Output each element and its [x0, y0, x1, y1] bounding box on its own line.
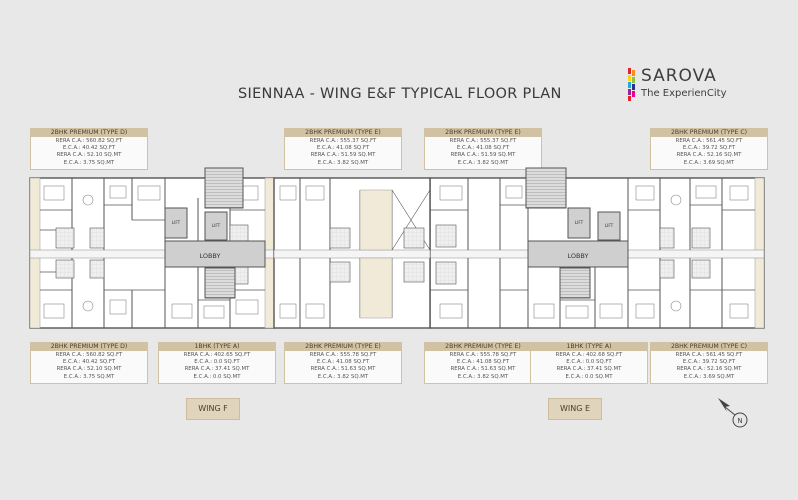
unit-area-line: RERA C.A.: 555.37 SQ.FT [309, 138, 377, 144]
unit-info-bottom-6: 2BHK PREMIUM (TYPE C) RERA C.A.: 561.45 … [650, 342, 768, 384]
unit-info-bottom-5: 1BHK (TYPE A) RERA C.A.: 402.68 SQ.FT E.… [530, 342, 648, 384]
unit-area-line: E.C.A.: 3.82 SQ.MT [317, 159, 369, 166]
unit-area-line: E.C.A.: 0.0 SQ.MT [193, 373, 241, 380]
unit-area-line: RERA C.A.: 51.59 SQ.MT [310, 152, 376, 159]
logo-tagline: The ExperienCity [641, 88, 727, 99]
unit-area-line: RERA C.A.: 51.63 SQ.MT [310, 366, 376, 373]
unit-info-top-2: 2BHK PREMIUM (TYPE E) RERA C.A.: 555.37 … [284, 128, 402, 170]
unit-area-line: RERA C.A.: 561.45 SQ.FT [675, 138, 743, 144]
unit-area-line: RERA C.A.: 52.16 SQ.MT [676, 152, 742, 159]
unit-area-line: E.C.A.: 3.69 SQ.MT [683, 159, 735, 166]
lift-label: LIFT [172, 220, 181, 225]
unit-type-label: 1BHK (TYPE A) [530, 342, 648, 351]
unit-area-line: RERA C.A.: 402.65 SQ.FT [183, 352, 251, 358]
sarova-logo: SAROVA The ExperienCity [627, 66, 777, 106]
wing-connector [273, 177, 431, 329]
unit-type-label: 2BHK PREMIUM (TYPE E) [284, 128, 402, 137]
logo-mark-icon [628, 68, 635, 101]
unit-area-line: E.C.A.: 0.0 SQ.FT [194, 359, 240, 366]
logo-wordmark: SAROVA [641, 66, 717, 86]
unit-type-label: 1BHK (TYPE A) [158, 342, 276, 351]
unit-info-top-4: 2BHK PREMIUM (TYPE C) RERA C.A.: 561.45 … [650, 128, 768, 170]
unit-type-label: 2BHK PREMIUM (TYPE D) [30, 342, 148, 351]
lift-label: LIFT [605, 223, 614, 228]
unit-area-line: E.C.A.: 3.82 SQ.MT [457, 159, 509, 166]
unit-area-line: RERA C.A.: 51.63 SQ.MT [450, 366, 516, 373]
unit-info-top-1: 2BHK PREMIUM (TYPE D) RERA C.A.: 560.82 … [30, 128, 148, 170]
unit-area-line: E.C.A.: 3.75 SQ.MT [63, 159, 115, 166]
wing-e-label: WING E [548, 398, 602, 420]
lift-label: LIFT [575, 220, 584, 225]
unit-area-line: RERA C.A.: 560.82 SQ.FT [55, 138, 123, 144]
unit-area-line: E.C.A.: 3.82 SQ.MT [457, 373, 509, 380]
unit-area-line: RERA C.A.: 555.78 SQ.FT [449, 352, 517, 358]
unit-area-line: RERA C.A.: 52.10 SQ.MT [56, 152, 122, 159]
unit-type-label: 2BHK PREMIUM (TYPE E) [424, 342, 542, 351]
wing-e-plan: LOBBY LIFT LIFT [429, 167, 765, 329]
lift-label: LIFT [212, 223, 221, 228]
unit-area-line: RERA C.A.: 555.37 SQ.FT [449, 138, 517, 144]
unit-type-label: 2BHK PREMIUM (TYPE D) [30, 128, 148, 137]
unit-area-line: RERA C.A.: 561.45 SQ.FT [675, 352, 743, 358]
unit-area-line: RERA C.A.: 51.59 SQ.MT [450, 152, 516, 159]
unit-area-line: RERA C.A.: 37.41 SQ.MT [556, 366, 622, 373]
unit-type-label: 2BHK PREMIUM (TYPE C) [650, 128, 768, 137]
unit-area-line: E.C.A.: 41.08 SQ.FT [456, 145, 510, 152]
lobby-label: LOBBY [567, 252, 588, 260]
unit-area-line: RERA C.A.: 402.68 SQ.FT [555, 352, 623, 358]
unit-area-line: RERA C.A.: 52.16 SQ.MT [676, 366, 742, 373]
wing-e-lobby [527, 240, 629, 268]
unit-area-line: E.C.A.: 39.72 SQ.FT [682, 145, 736, 152]
unit-type-label: 2BHK PREMIUM (TYPE E) [284, 342, 402, 351]
unit-info-top-3: 2BHK PREMIUM (TYPE E) RERA C.A.: 555.37 … [424, 128, 542, 170]
lobby-label: LOBBY [199, 252, 220, 260]
unit-area-line: E.C.A.: 3.82 SQ.MT [317, 373, 369, 380]
unit-area-line: RERA C.A.: 560.82 SQ.FT [55, 352, 123, 358]
wing-f-lobby [164, 240, 266, 268]
unit-area-line: E.C.A.: 40.42 SQ.FT [62, 359, 116, 366]
unit-area-line: RERA C.A.: 37.41 SQ.MT [184, 366, 250, 373]
unit-area-line: E.C.A.: 39.72 SQ.FT [682, 359, 736, 366]
unit-type-label: 2BHK PREMIUM (TYPE C) [650, 342, 768, 351]
unit-info-bottom-2: 1BHK (TYPE A) RERA C.A.: 402.65 SQ.FT E.… [158, 342, 276, 384]
unit-info-bottom-4: 2BHK PREMIUM (TYPE E) RERA C.A.: 555.78 … [424, 342, 542, 384]
svg-text:N: N [737, 417, 742, 425]
unit-area-line: E.C.A.: 3.69 SQ.MT [683, 373, 735, 380]
unit-area-line: E.C.A.: 41.08 SQ.FT [316, 145, 370, 152]
wing-f-label: WING F [186, 398, 240, 420]
wing-f-plan: LOBBY LIFT LIFT [29, 167, 275, 329]
unit-info-bottom-3: 2BHK PREMIUM (TYPE E) RERA C.A.: 555.78 … [284, 342, 402, 384]
north-arrow-icon: N [718, 398, 748, 428]
unit-area-line: E.C.A.: 40.42 SQ.FT [62, 145, 116, 152]
unit-area-line: RERA C.A.: 52.10 SQ.MT [56, 366, 122, 373]
unit-area-line: E.C.A.: 41.08 SQ.FT [456, 359, 510, 366]
unit-area-line: E.C.A.: 3.75 SQ.MT [63, 373, 115, 380]
unit-area-line: E.C.A.: 0.0 SQ.MT [565, 373, 613, 380]
unit-area-line: RERA C.A.: 555.78 SQ.FT [309, 352, 377, 358]
unit-info-bottom-1: 2BHK PREMIUM (TYPE D) RERA C.A.: 560.82 … [30, 342, 148, 384]
page-title: SIENNAA - WING E&F TYPICAL FLOOR PLAN [238, 86, 562, 102]
unit-type-label: 2BHK PREMIUM (TYPE E) [424, 128, 542, 137]
unit-area-line: E.C.A.: 0.0 SQ.FT [566, 359, 612, 366]
unit-area-line: E.C.A.: 41.08 SQ.FT [316, 359, 370, 366]
